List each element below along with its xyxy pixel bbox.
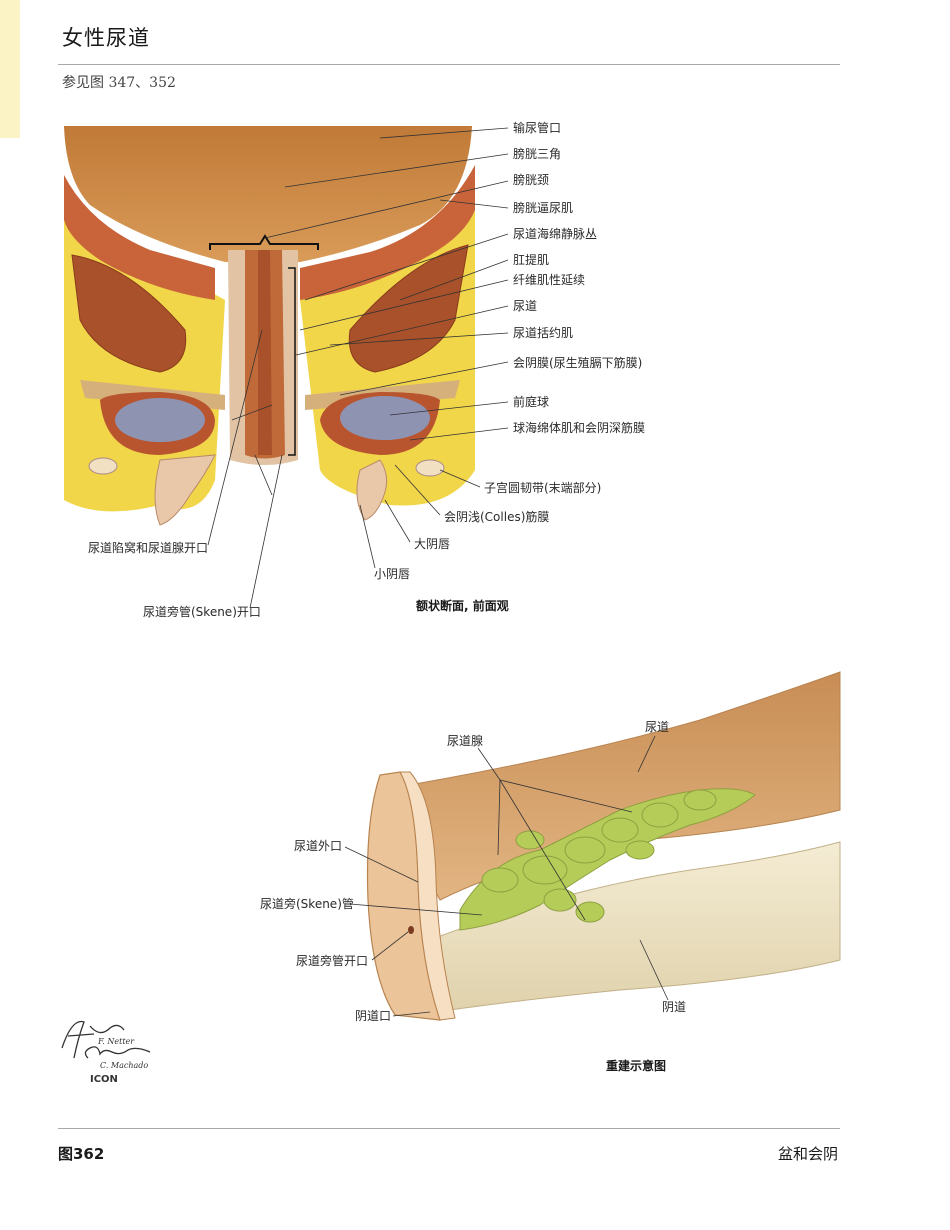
label-vagina: 阴道 [662, 1000, 687, 1014]
label-lacunae-openings: 尿道陷窝和尿道腺开口 [88, 541, 209, 555]
figure-number: 图362 [58, 1145, 105, 1163]
reconstruction-art [366, 671, 841, 1021]
bottom-leader-lines [344, 735, 669, 1017]
label-trigone: 膀胱三角 [513, 147, 562, 161]
label-colles-fascia: 会阴浅(Colles)筋膜 [444, 510, 550, 524]
label-external-urethral-orifice: 尿道外口 [294, 839, 343, 853]
label-bulbospongiosus: 球海绵体肌和会阴深筋膜 [513, 421, 646, 435]
signature-mark: F. Netter C. Machado ICON [61, 1020, 151, 1085]
label-urethra: 尿道 [513, 299, 538, 313]
page-title: 女性尿道 [62, 26, 150, 50]
label-urethra-bottom: 尿道 [645, 720, 670, 734]
label-round-ligament: 子宫圆韧带(末端部分) [484, 481, 602, 495]
coronal-section-art [64, 126, 475, 526]
label-skene-duct-opening: 尿道旁管(Skene)开口 [143, 605, 261, 619]
label-urethral-glands: 尿道腺 [447, 734, 484, 748]
signature-line1: F. Netter [97, 1037, 135, 1046]
signature-line2: C. Machado [100, 1061, 148, 1070]
label-ureteric-orifice: 输尿管口 [513, 121, 562, 135]
label-venous-plexus: 尿道海绵静脉丛 [513, 227, 598, 241]
top-leader-lines [207, 127, 509, 609]
label-bladder-neck: 膀胱颈 [513, 173, 550, 187]
label-paraurethral-duct-opening: 尿道旁管开口 [296, 954, 369, 968]
label-sphincter: 尿道括约肌 [513, 326, 574, 340]
label-labium-minus: 小阴唇 [374, 567, 411, 581]
label-perineal-membrane: 会阴膜(尿生殖膈下筋膜) [513, 356, 643, 370]
label-vaginal-orifice: 阴道口 [355, 1009, 392, 1023]
top-figure-caption: 额状断面, 前面观 [416, 599, 509, 613]
label-labium-majus: 大阴唇 [414, 537, 451, 551]
footer-rule [58, 1128, 840, 1129]
section-name: 盆和会阴 [777, 1145, 838, 1163]
artist-signature: F. Netter C. Machado ICON [54, 1008, 164, 1092]
see-also-reference: 参见图 347、352 [62, 75, 176, 91]
label-skene-duct: 尿道旁(Skene)管 [260, 897, 354, 911]
bottom-figure-caption: 重建示意图 [606, 1059, 667, 1073]
label-detrusor: 膀胱逼尿肌 [513, 201, 574, 215]
page-color-tab [0, 0, 20, 138]
label-fibromuscular: 纤维肌性延续 [513, 273, 586, 287]
label-vestibular-bulb: 前庭球 [513, 395, 550, 409]
icon-logo-text: ICON [90, 1074, 118, 1085]
header-rule [58, 64, 840, 65]
label-levator-ani: 肛提肌 [513, 253, 550, 267]
